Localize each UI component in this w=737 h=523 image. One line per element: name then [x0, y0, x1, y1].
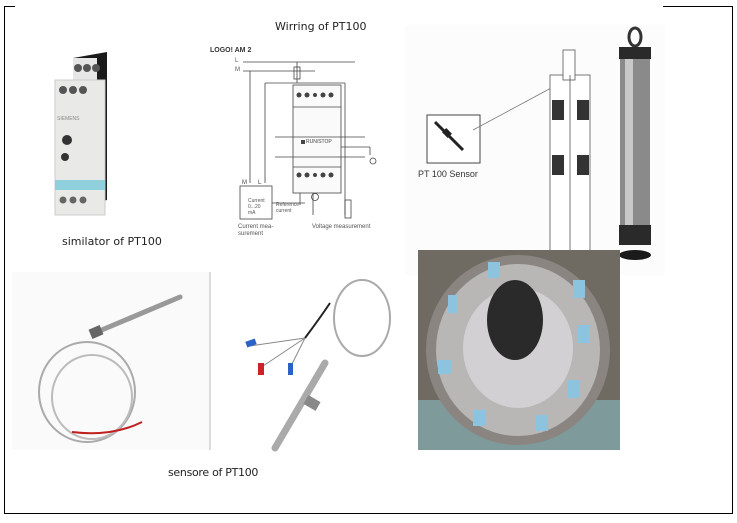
simulator-caption: similator of PT100: [62, 235, 162, 248]
wiring-module-label: RUN/STOP: [306, 139, 332, 145]
wiring-voltage-measurement: Voltage measurement: [312, 224, 371, 230]
pt100-sensor-photo-2: [245, 279, 391, 452]
simulator-relay-image: SIEMENS: [54, 52, 107, 216]
frame-bottom: [4, 513, 733, 514]
relay-brand: SIEMENS: [57, 116, 80, 122]
frame-left: [4, 6, 5, 514]
wiring-title: Wirring of PT100: [275, 20, 367, 33]
pump-figure: [405, 25, 665, 275]
wiring-diagram: [239, 61, 377, 220]
wiring-source-m: M: [242, 180, 247, 186]
pt100-sensor-label: PT 100 Sensor: [418, 169, 478, 179]
frame-top-right: [663, 6, 733, 7]
wiring-heading: LOGO! AM 2: [210, 47, 252, 54]
wiring-current-measurement: Current mea- surement: [238, 224, 274, 237]
frame-top-left: [4, 6, 15, 7]
wiring-source-text: Current 0...20 mA: [248, 198, 265, 216]
wiring-source-l: L: [258, 180, 262, 186]
pt100-sensor-photo-1: [12, 272, 211, 450]
wiring-line-m: M: [235, 67, 240, 73]
wiring-line-l: L: [235, 58, 239, 64]
frame-right: [732, 6, 733, 514]
wiring-reference: Reference current: [276, 202, 300, 214]
sensors-caption: sensore of PT100: [168, 466, 259, 479]
motor-stator-photo: [418, 250, 620, 450]
